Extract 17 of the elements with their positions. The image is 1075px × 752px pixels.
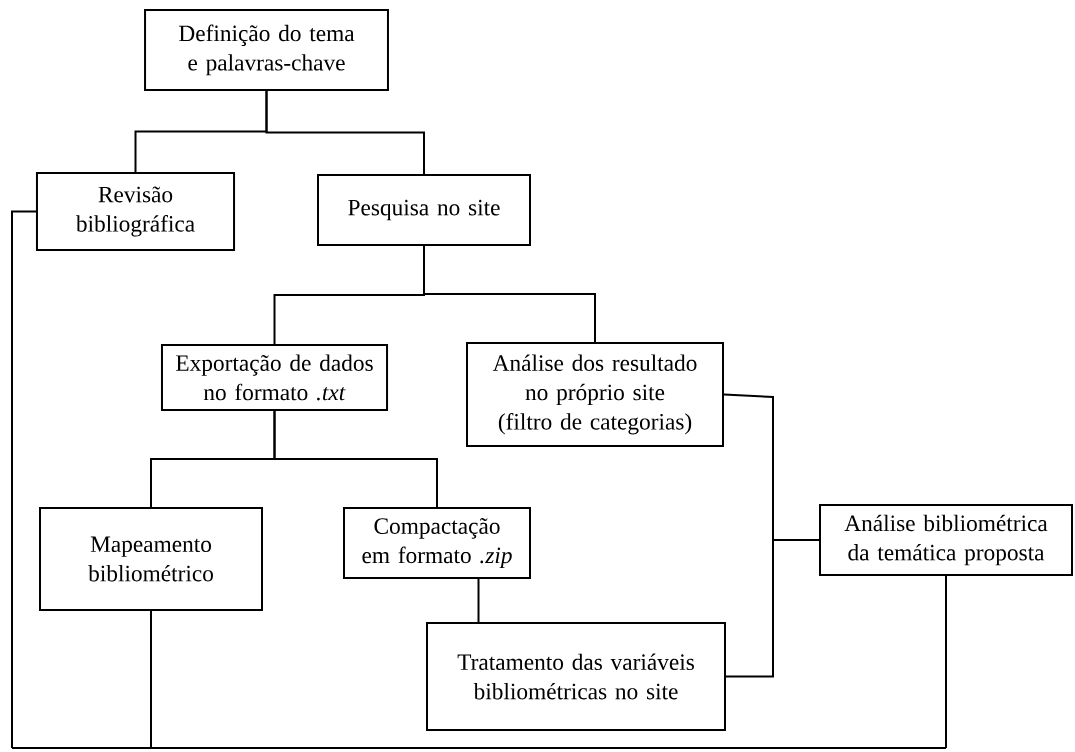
- process-box: Definição do tema e palavras-chave: [144, 9, 389, 91]
- process-box: Revisão bibliográfica: [35, 171, 236, 252]
- connector-line: [423, 245, 596, 344]
- connector-line: [725, 539, 820, 678]
- process-box: Análise bibliométrica da temática proposta: [819, 504, 1073, 576]
- connector-line: [273, 410, 438, 508]
- process-box: Tratamento das variáveis bibliométricas no site: [426, 622, 726, 731]
- connector-line: [945, 575, 947, 749]
- process-box: Análise dos resultado no próprio site (filtro de categorias): [466, 342, 724, 447]
- connector-line: [265, 90, 425, 175]
- process-box: Pesquisa no site: [317, 174, 531, 246]
- process-box: Exportação de dados no formato .txt: [160, 343, 389, 412]
- connector-line: [477, 577, 480, 624]
- process-box: Mapeamento bibliométrico: [39, 507, 263, 611]
- process-box: Compactação em formato .zip: [343, 507, 531, 579]
- connector-line: [150, 610, 152, 749]
- connector-line: [11, 210, 37, 749]
